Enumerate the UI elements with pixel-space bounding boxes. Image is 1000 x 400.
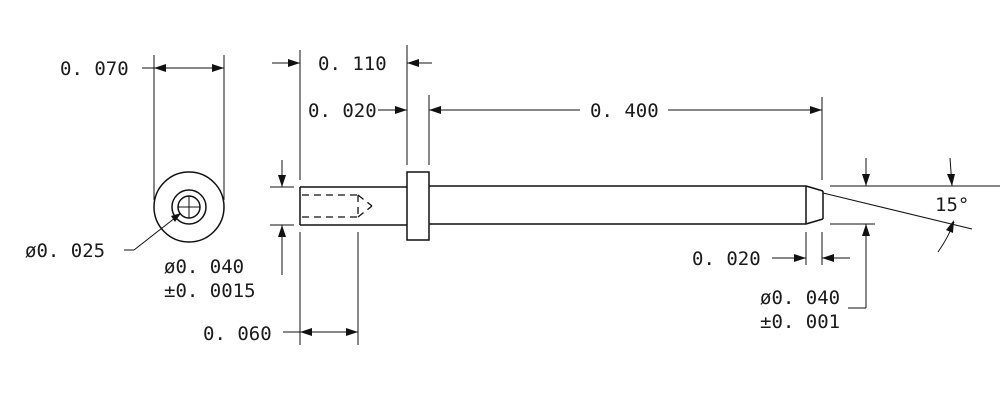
- dim-025-label: ø0. 025: [25, 240, 105, 262]
- dim-110: [272, 59, 432, 67]
- dim-400-label: 0. 400: [590, 100, 659, 122]
- dim-040-left-label: ø0. 040: [164, 256, 244, 278]
- dim-060-label: 0. 060: [203, 323, 272, 345]
- dim-110-label: 0. 110: [318, 53, 387, 75]
- dim-020-right: [772, 254, 850, 262]
- angle-15-dim: [937, 157, 955, 253]
- side-view: [299, 171, 824, 241]
- dim-060: [283, 328, 358, 336]
- end-view: [124, 55, 225, 251]
- tol-001-label: ±0. 001: [760, 311, 840, 333]
- dim-400: [429, 106, 822, 114]
- dim-040-left: [278, 160, 286, 275]
- dim-040-right-label: ø0. 040: [760, 287, 840, 309]
- dim-040-right: [848, 158, 870, 309]
- tol-0015-label: ±0. 0015: [164, 280, 256, 302]
- dim-020-right-label: 0. 020: [692, 248, 761, 270]
- dim-020-top-label: 0. 020: [308, 100, 377, 122]
- extension-lines: [270, 45, 1000, 345]
- angle-15-label: 15°: [935, 194, 969, 216]
- dim-070-label: 0. 070: [60, 58, 129, 80]
